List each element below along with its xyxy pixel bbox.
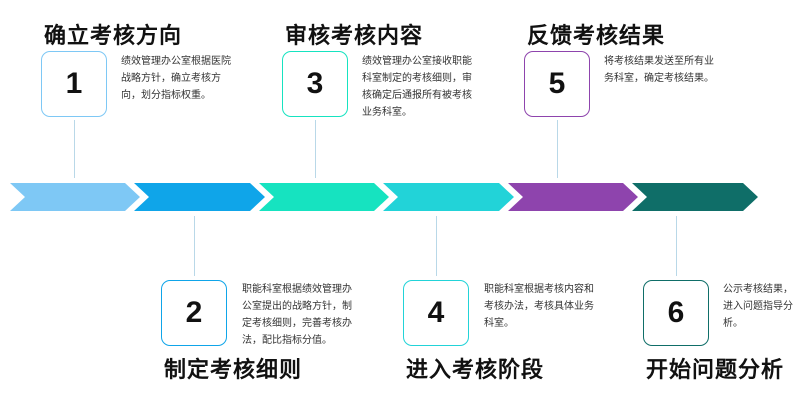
step-4-title: 进入考核阶段 [406, 358, 545, 383]
step-6-number-box: 6 [643, 280, 709, 346]
step-3-number-box: 3 [282, 51, 348, 117]
arrow-segment-1 [10, 183, 140, 211]
step-6-description: 公示考核结果，进入问题指导分析。 [723, 284, 793, 329]
step-5-title: 反馈考核结果 [527, 24, 666, 49]
arrow-segment-2 [134, 183, 265, 211]
connector-line-2 [194, 216, 195, 276]
step-5-number-box: 5 [524, 51, 590, 117]
arrow-segment-6 [632, 183, 758, 211]
step-1-description: 绩效管理办公室根据医院战略方针，确立考核方向，划分指标权重。 [121, 56, 231, 101]
step-4-description: 职能科室根据考核内容和考核办法，考核具体业务科室。 [484, 284, 594, 329]
step-1-title: 确立考核方向 [44, 24, 183, 49]
step-1-number-box: 1 [41, 51, 107, 117]
arrow-segment-3 [259, 183, 389, 211]
connector-line-4 [436, 216, 437, 276]
connector-line-1 [74, 120, 75, 178]
arrow-segment-4 [383, 183, 514, 211]
step-2-number-box: 2 [161, 280, 227, 346]
arrow-segment-5 [508, 183, 638, 211]
step-4-number-box: 4 [403, 280, 469, 346]
connector-line-5 [557, 120, 558, 178]
connector-line-3 [315, 120, 316, 178]
step-2-title: 制定考核细则 [164, 358, 303, 383]
step-2-description: 职能科室根据绩效管理办公室提出的战略方针，制定考核细则，完善考核办法，配比指标分… [242, 284, 352, 346]
step-5-description: 将考核结果发送至所有业务科室，确定考核结果。 [604, 56, 714, 84]
step-6-title: 开始问题分析 [646, 358, 785, 383]
step-3-title: 审核考核内容 [285, 24, 424, 49]
connector-line-6 [676, 216, 677, 276]
step-3-description: 绩效管理办公室接收职能科室制定的考核细则，审核确定后通报所有被考核业务科室。 [362, 56, 472, 118]
